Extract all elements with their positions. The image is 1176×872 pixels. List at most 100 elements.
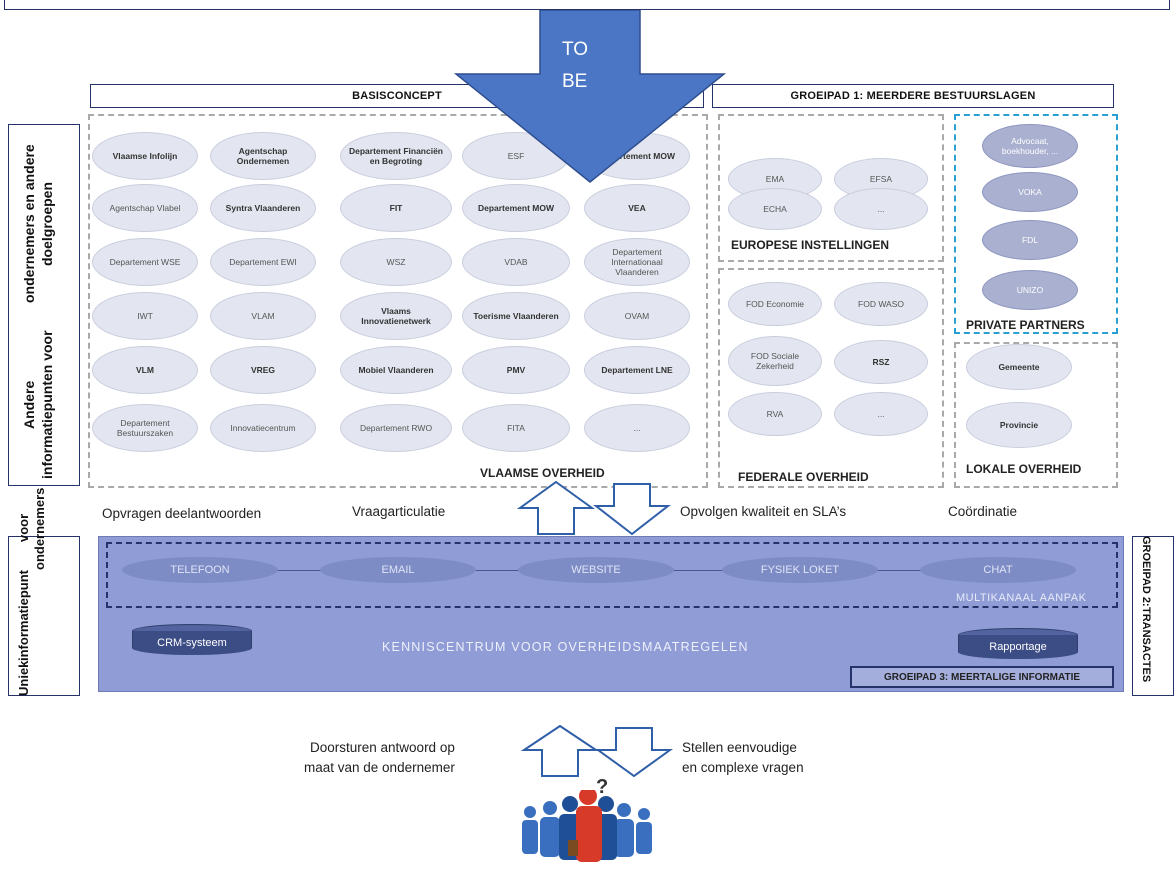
federale-item: RSZ [834, 340, 928, 384]
right-label: GROEIPAD 2: TRANSACTES [1140, 536, 1152, 696]
tobe-line1: TO [562, 39, 589, 60]
right-label-line2: TRANSACTES [1140, 606, 1152, 682]
vlaamse-item: Departement MOW [462, 184, 570, 232]
left-bottom-line2: informatiepunt [16, 569, 31, 661]
vlaamse-item: VDAB [462, 238, 570, 286]
vlaamse-item: Vlaams Innovatienetwerk [340, 292, 452, 340]
down-arrow-icon [593, 483, 671, 536]
text-opvolgen: Opvolgen kwaliteit en SLA’s [680, 504, 847, 519]
lokale-item: Provincie [966, 402, 1072, 448]
right-label-line1: GROEIPAD 2: [1140, 536, 1152, 607]
header-basisconcept-label: BASISCONCEPT [352, 90, 442, 102]
vlaamse-item: Agentschap Ondernemen [210, 132, 316, 180]
vlaamse-item: OVAM [584, 292, 690, 340]
question-mark: ? [596, 776, 609, 798]
private-item: Advocaat, boekhouder, ... [982, 124, 1078, 168]
private-item: VOKA [982, 172, 1078, 212]
text-coordinatie: Coördinatie [948, 504, 1018, 519]
private-item: UNIZO [982, 270, 1078, 310]
vlaamse-item: Departement WSE [92, 238, 198, 286]
vlaamse-item: Vlaamse Infolijn [92, 132, 198, 180]
multikanaal-label: MULTIKANAAL AANPAK [956, 592, 1087, 604]
up-arrow-icon [516, 480, 596, 535]
channel-fysiek-loket: FYSIEK LOKET [722, 557, 878, 583]
vlaamse-item: Toerisme Vlaanderen [462, 292, 570, 340]
channel-website: WEBSITE [518, 557, 674, 583]
rapportage-database-icon: Rapportage [958, 628, 1078, 662]
vlaamse-item: WSZ [340, 238, 452, 286]
europese-title: EUROPESE INSTELLINGEN [731, 238, 890, 252]
left-top-label: Andere informatiepunten voor ondernemers… [20, 124, 56, 486]
text-stellen-line1: Stellen eenvoudige [682, 740, 797, 755]
header-groeipad1-label: GROEIPAD 1: MEERDERE BESTUURSLAGEN [790, 90, 1036, 102]
vlaamse-item: Syntra Vlaanderen [210, 184, 316, 232]
crm-label: CRM-systeem [132, 631, 252, 655]
vlaamse-item: VLM [92, 346, 198, 394]
federale-item: ... [834, 392, 928, 436]
tobe-label: TO BE [562, 34, 588, 98]
vlaamse-item: FITA [462, 404, 570, 452]
vlaamse-overheid-title: VLAAMSE OVERHEID [480, 466, 605, 480]
vlaamse-item: PMV [462, 346, 570, 394]
vlaamse-item: Departement RWO [340, 404, 452, 452]
europese-item: ECHA [728, 188, 822, 230]
vlaamse-item: VREG [210, 346, 316, 394]
lokale-item: Gemeente [966, 344, 1072, 390]
federale-item: FOD Economie [728, 282, 822, 326]
channel-telefoon: TELEFOON [122, 557, 278, 583]
people-icon [522, 790, 652, 862]
channel-email: EMAIL [320, 557, 476, 583]
groeipad3-label: GROEIPAD 3: MEERTALIGE INFORMATIE [883, 671, 1081, 683]
vlaamse-item: Departement EWI [210, 238, 316, 286]
text-doorsturen-line2: maat van de ondernemer [304, 760, 455, 775]
middle-arrows [516, 480, 671, 536]
vlaamse-item: Departement Internationaal Vlaanderen [584, 238, 690, 286]
tobe-line2: BE [562, 71, 588, 92]
lokale-title: LOKALE OVERHEID [966, 462, 1082, 476]
vlaamse-item: Departement Bestuurszaken [92, 404, 198, 452]
vlaamse-item: VEA [584, 184, 690, 232]
vlaamse-item: Agentschap Vlabel [92, 184, 198, 232]
vlaamse-item: VLAM [210, 292, 316, 340]
bottom-arrows [520, 724, 674, 778]
right-label-box [1132, 536, 1174, 696]
text-stellen: Stellen eenvoudige en complexe vragen [682, 738, 804, 778]
vlaamse-item: FIT [340, 184, 452, 232]
tobe-arrow [453, 10, 727, 183]
federale-item: RVA [728, 392, 822, 436]
text-opvragen: Opvragen deelantwoorden [102, 506, 262, 521]
text-vraagarticulatie: Vraagarticulatie [352, 504, 446, 519]
left-top-label-line1: Andere informatiepunten voor [21, 330, 55, 480]
tobe-arrow-shape [453, 10, 727, 183]
vlaamse-item: Departement LNE [584, 346, 690, 394]
top-frame [4, 0, 1170, 10]
europese-item: ... [834, 188, 928, 230]
europese-area [718, 114, 944, 262]
vlaamse-item: Innovatiecentrum [210, 404, 316, 452]
vlaamse-item: Departement Financiën en Begroting [340, 132, 452, 180]
kenniscentrum-label: KENNISCENTRUM VOOR OVERHEIDSMAATREGELEN [382, 640, 749, 654]
down-arrow-icon [594, 727, 674, 778]
vlaamse-item: Mobiel Vlaanderen [340, 346, 452, 394]
text-doorsturen: Doorsturen antwoord op maat van de onder… [304, 738, 455, 778]
private-item: FDL [982, 220, 1078, 260]
private-area [954, 114, 1118, 334]
left-bottom-line3: voor ondernemers [16, 487, 47, 570]
up-arrow-icon [520, 724, 600, 777]
crm-database-icon: CRM-systeem [132, 624, 252, 658]
left-top-label-box [8, 124, 80, 486]
lokale-area [954, 342, 1118, 488]
multikanaal-area [106, 542, 1118, 608]
federale-title: FEDERALE OVERHEID [738, 470, 869, 484]
text-stellen-line2: en complexe vragen [682, 760, 804, 775]
left-bottom-label-box [8, 536, 80, 696]
federale-area [718, 268, 944, 488]
rapportage-label: Rapportage [958, 635, 1078, 659]
left-bottom-label: Uniek informatiepunt voor ondernemers [16, 487, 48, 696]
vlaamse-item: ... [584, 404, 690, 452]
left-bottom-line1: Uniek [16, 660, 31, 696]
left-top-label-line2: ondernemers en andere doelgroepen [21, 144, 55, 304]
federale-item: FOD WASO [834, 282, 928, 326]
vlaamse-item: IWT [92, 292, 198, 340]
channel-chat: CHAT [920, 557, 1076, 583]
